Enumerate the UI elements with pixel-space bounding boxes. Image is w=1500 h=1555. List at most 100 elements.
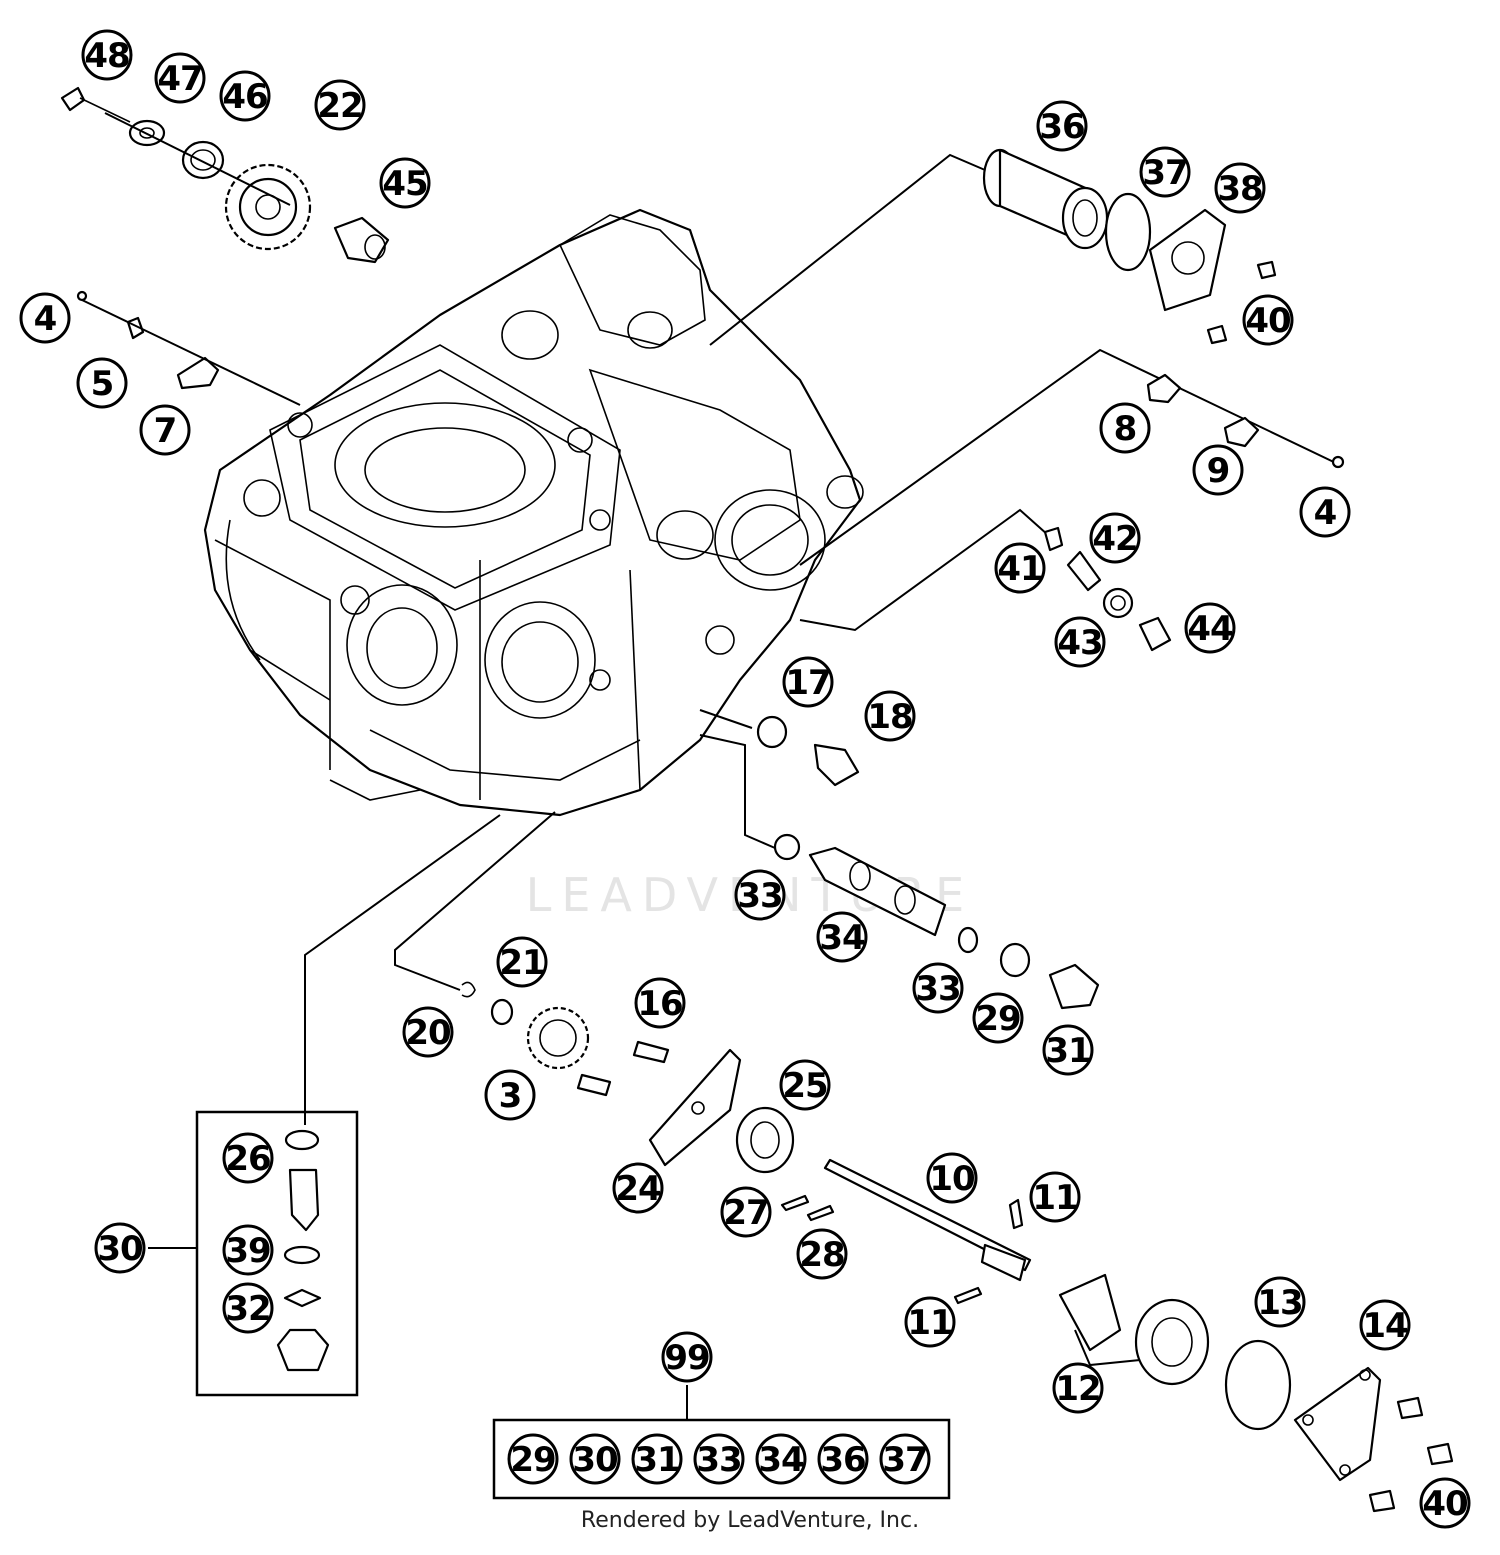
- callout-33b: 33: [912, 962, 964, 1014]
- callout-number: 20: [405, 1013, 451, 1053]
- callout-number: 43: [1057, 623, 1102, 663]
- kit-item-number: 29: [510, 1440, 555, 1480]
- oil-screen-box-drawing: [148, 814, 501, 1397]
- pump-shaft-drawing: [780, 1158, 1032, 1305]
- callout-44: 44: [1184, 602, 1236, 654]
- callout-number: 4: [1314, 493, 1337, 533]
- callout-42: 42: [1089, 512, 1141, 564]
- callout-13: 13: [1254, 1276, 1306, 1328]
- callout-number: 26: [225, 1139, 270, 1179]
- callout-number: 46: [222, 77, 267, 117]
- callout-40a: 40: [1242, 294, 1294, 346]
- callout-number: 11: [907, 1303, 952, 1343]
- callout-number: 33: [915, 969, 960, 1009]
- callout-number: 42: [1092, 519, 1137, 559]
- callout-number: 21: [499, 943, 544, 983]
- callout-number: 17: [785, 663, 830, 703]
- callout-5: 5: [76, 357, 128, 409]
- callout-number: 36: [1039, 107, 1084, 147]
- kit-item-36: 36: [817, 1433, 869, 1485]
- relief-valve-drawing: [799, 508, 1172, 652]
- callout-40b: 40: [1419, 1477, 1471, 1529]
- callout-9: 9: [1192, 444, 1244, 496]
- callout-number: 45: [382, 164, 427, 204]
- upper-left-dowels-drawing: [76, 290, 301, 406]
- callout-number: 31: [1045, 1031, 1090, 1071]
- callout-31: 31: [1042, 1024, 1094, 1076]
- callout-number: 7: [154, 411, 177, 451]
- callout-number: 9: [1207, 451, 1230, 491]
- callout-10: 10: [926, 1152, 978, 1204]
- kit-item-number: 34: [758, 1440, 804, 1480]
- crankcase-drawing: [203, 208, 864, 817]
- callout-number: 44: [1187, 609, 1233, 649]
- callout-20: 20: [402, 1006, 454, 1058]
- pump-cover-drawing: [648, 1048, 795, 1174]
- rendered-by-footer: Rendered by LeadVenture, Inc.: [580, 1508, 920, 1533]
- oil-pump-shaft-drawing: [699, 734, 1100, 1010]
- callout-number: 40: [1245, 301, 1291, 341]
- callout-28: 28: [796, 1228, 848, 1280]
- kit-item-37: 37: [879, 1433, 931, 1485]
- callout-number: 34: [819, 918, 865, 958]
- callout-17: 17: [782, 656, 834, 708]
- callout-32: 32: [222, 1282, 274, 1334]
- callout-number: 99: [664, 1338, 709, 1378]
- callout-41: 41: [994, 542, 1046, 594]
- callout-number: 25: [782, 1066, 827, 1106]
- callout-21: 21: [496, 936, 548, 988]
- callout-22: 22: [314, 79, 366, 131]
- callout-43: 43: [1054, 616, 1106, 668]
- callout-46: 46: [219, 70, 271, 122]
- callout-34: 34: [816, 911, 868, 963]
- callout-number: 33: [737, 876, 782, 916]
- kit-item-number: 30: [572, 1440, 618, 1480]
- callout-number: 12: [1055, 1369, 1100, 1409]
- callout-number: 13: [1257, 1283, 1302, 1323]
- kit-item-number: 33: [696, 1440, 741, 1480]
- callout-25: 25: [779, 1059, 831, 1111]
- callout-29: 29: [972, 992, 1024, 1044]
- callout-18: 18: [864, 690, 916, 742]
- callout-38: 38: [1214, 162, 1266, 214]
- callout-number: 4: [34, 299, 57, 339]
- sprocket-assembly-drawing: [60, 86, 390, 264]
- kit-item-29: 29: [507, 1433, 559, 1485]
- callout-number: 39: [225, 1231, 270, 1271]
- callout-3: 3: [484, 1069, 536, 1121]
- callout-47: 47: [154, 52, 206, 104]
- callout-11b: 11: [904, 1296, 956, 1348]
- pump-housing-drawing: [1058, 1273, 1454, 1513]
- callout-number: 48: [84, 36, 129, 76]
- callout-4a: 4: [19, 292, 71, 344]
- kit-item-30: 30: [569, 1433, 621, 1485]
- callout-number: 22: [317, 86, 362, 126]
- callout-number: 40: [1422, 1484, 1468, 1524]
- kit-item-number: 36: [820, 1440, 865, 1480]
- drain-plug-drawing: [699, 709, 860, 787]
- callout-number: 14: [1362, 1306, 1408, 1346]
- callout-number: 11: [1032, 1178, 1077, 1218]
- callout-number: 16: [637, 984, 682, 1024]
- callout-45: 45: [379, 157, 431, 209]
- callout-11a: 11: [1029, 1171, 1081, 1223]
- oil-filter-assembly-drawing: [709, 148, 1277, 346]
- callout-4b: 4: [1299, 486, 1351, 538]
- callout-48: 48: [81, 29, 133, 81]
- callout-14: 14: [1359, 1299, 1411, 1351]
- right-dowels-drawing: [799, 348, 1345, 566]
- callout-number: 29: [975, 999, 1020, 1039]
- callout-16: 16: [634, 977, 686, 1029]
- callout-99: 99: [661, 1331, 713, 1383]
- callout-8: 8: [1099, 402, 1151, 454]
- callout-27: 27: [720, 1186, 772, 1238]
- callout-number: 8: [1114, 409, 1137, 449]
- kit-item-number: 37: [882, 1440, 927, 1480]
- callout-number: 24: [615, 1169, 661, 1209]
- callout-number: 10: [929, 1159, 975, 1199]
- kit-box-drawing: [492, 1385, 951, 1500]
- callout-24: 24: [612, 1162, 664, 1214]
- callout-37: 37: [1139, 146, 1191, 198]
